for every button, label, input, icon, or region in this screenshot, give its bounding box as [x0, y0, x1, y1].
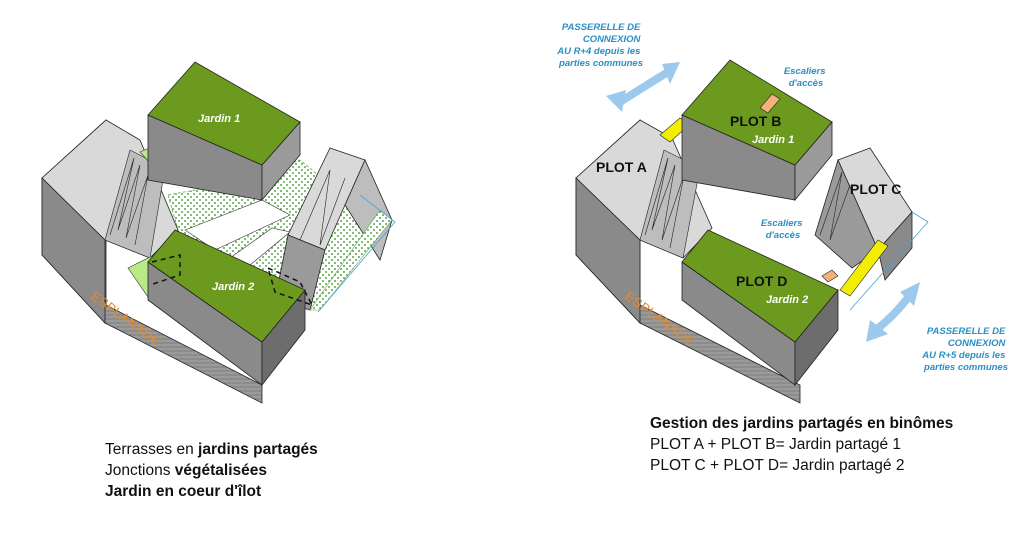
caption-left: Terrasses en jardins partagés Jonctions …	[105, 439, 318, 502]
caption-left-line-2: Jonctions végétalisées	[105, 460, 318, 481]
caption-right-line-2: PLOT C + PLOT D= Jardin partagé 2	[650, 457, 905, 474]
right-diagram: PLOT A PLOT B Jardin 1 PLOT C PLOT D Jar…	[556, 22, 1008, 404]
caption-left-line-1: Terrasses en jardins partagés	[105, 439, 318, 460]
stairs-top-line-1: Escaliers	[784, 66, 826, 77]
garden-roof-bottom	[147, 229, 306, 343]
walkway-bottom-line-1: PASSERELLE DE	[927, 326, 1006, 337]
walkway-bottom-label: PASSERELLE DE CONNEXION AU R+5 depuis le…	[921, 326, 1008, 373]
plot-b-label: PLOT B	[730, 113, 781, 129]
caption-right-line-1: PLOT A + PLOT B= Jardin partagé 1	[650, 436, 902, 453]
walkway-top-line-2: CONNEXION	[583, 34, 642, 45]
plot-a-front-face	[575, 177, 641, 325]
caption-left-line-3: Jardin en coeur d'îlot	[105, 481, 318, 502]
walkway-bottom-line-4: parties communes	[923, 362, 1008, 373]
plot-d-label: PLOT D	[736, 273, 787, 289]
garden-bottom-label: Jardin 2	[212, 281, 254, 293]
building-c-step-lines	[299, 169, 346, 246]
caption-right-heading: Gestion des jardins partagés en binômes	[650, 415, 954, 432]
stairs-orange-top	[759, 93, 781, 114]
garden-2-label: Jardin 2	[766, 294, 808, 306]
plot-d-garden-roof	[681, 229, 839, 343]
arrow-double-bottom	[866, 282, 920, 342]
walkway-top-label: PASSERELLE DE CONNEXION AU R+4 depuis le…	[556, 22, 643, 69]
stairs-top-line-2: d'accès	[789, 78, 823, 89]
stairs-mid-line-1: Escaliers	[761, 218, 803, 229]
courtyard-path	[184, 199, 291, 251]
plot-c-side	[877, 210, 913, 281]
walkway-top-line-4: parties communes	[558, 58, 643, 69]
plot-c-step-lines	[819, 171, 851, 241]
left-diagram: Jardin 1 Jardin 2 ESPLANADE	[41, 61, 396, 404]
building-a-front	[41, 177, 106, 325]
stairs-orange-mid	[821, 269, 839, 283]
caption-left-line-2-plain: Jonctions	[105, 462, 175, 479]
stairs-mid-line-2: d'accès	[766, 230, 800, 241]
dashed-link-left	[149, 254, 181, 286]
dashed-link-right	[267, 267, 314, 307]
walkway-top-line-3: AU R+4 depuis les	[556, 46, 640, 57]
garden-roof-top	[147, 61, 301, 166]
garden-1-label: Jardin 1	[752, 134, 794, 146]
walkway-yellow-bottom	[839, 239, 889, 297]
plot-a-label: PLOT A	[596, 159, 647, 175]
walkway-bottom-line-3: AU R+5 depuis les	[921, 350, 1005, 361]
walkway-bottom-line-2: CONNEXION	[948, 338, 1007, 349]
caption-left-line-1-bold: jardins partagés	[198, 441, 318, 458]
site-boundary-left	[317, 194, 396, 313]
garden-top-label: Jardin 1	[198, 113, 240, 125]
stairs-top-label: Escaliers d'accès	[784, 66, 828, 89]
walkway-top-line-1: PASSERELLE DE	[562, 22, 641, 33]
arrow-double-top	[606, 62, 680, 112]
caption-left-line-1-plain: Terrasses en	[105, 441, 199, 458]
caption-left-line-3-bold: Jardin en coeur d'îlot	[105, 483, 262, 500]
stairs-mid-label: Escaliers d'accès	[761, 218, 805, 241]
plot-c-label: PLOT C	[850, 181, 901, 197]
caption-left-line-2-bold: végétalisées	[174, 462, 268, 479]
caption-right: Gestion des jardins partagés en binômes …	[650, 413, 953, 476]
site-boundary-right	[849, 211, 929, 311]
plot-b-garden-roof	[681, 59, 833, 166]
